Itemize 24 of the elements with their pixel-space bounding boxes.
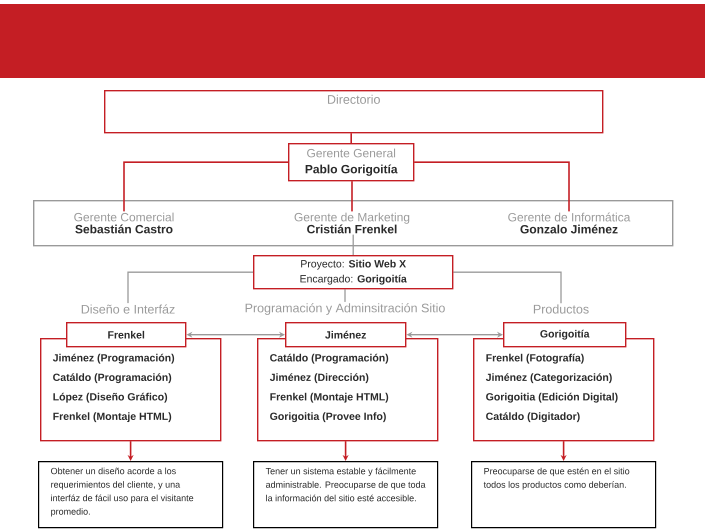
area-heading: Diseño e Interfáz [82, 304, 175, 314]
connector-line [414, 161, 570, 212]
manager-text: Gerente de Marketing Cristián Frenkel [294, 212, 410, 234]
area-heading: Programación y Adminsitración Sitio [246, 303, 445, 315]
area-heading: Productos [534, 304, 589, 314]
leader-box: Gorigoitía [503, 322, 626, 348]
goal-box: Preocuparse de que estén en el sitio todos los productos como deberían. [471, 461, 656, 528]
manager-box: Gerente General Pablo Gorigoitía [288, 143, 414, 182]
connector-line [351, 181, 353, 212]
manager-text: Gerente Comercial Sebastián Castro [74, 212, 174, 234]
board-box: Directorio [104, 90, 604, 134]
connector-line [350, 133, 352, 143]
manager-text: Gerente de Informática Gonzalo Jiménez [508, 212, 630, 234]
leader-box: Jiménez [285, 322, 406, 348]
connector-line [453, 272, 562, 304]
connector-line [123, 161, 288, 212]
goal-box: Obtener un diseño acorde a los requerimientos del cliente, y una interfáz de fácil uso para el visitante promedio. [38, 461, 224, 528]
connector-line [127, 272, 253, 304]
project-box: Proyecto: Sitio Web X Encargado: Gorigoitía [253, 255, 454, 290]
managers-band [33, 200, 674, 246]
goal-box: Tener un sistema estable y fácilmente administrable. Preocuparse de que toda la información del sitio esté accesible. [253, 461, 438, 528]
connector-line [344, 289, 346, 302]
leader-box: Frenkel [66, 322, 186, 348]
connector-line [352, 234, 354, 255]
